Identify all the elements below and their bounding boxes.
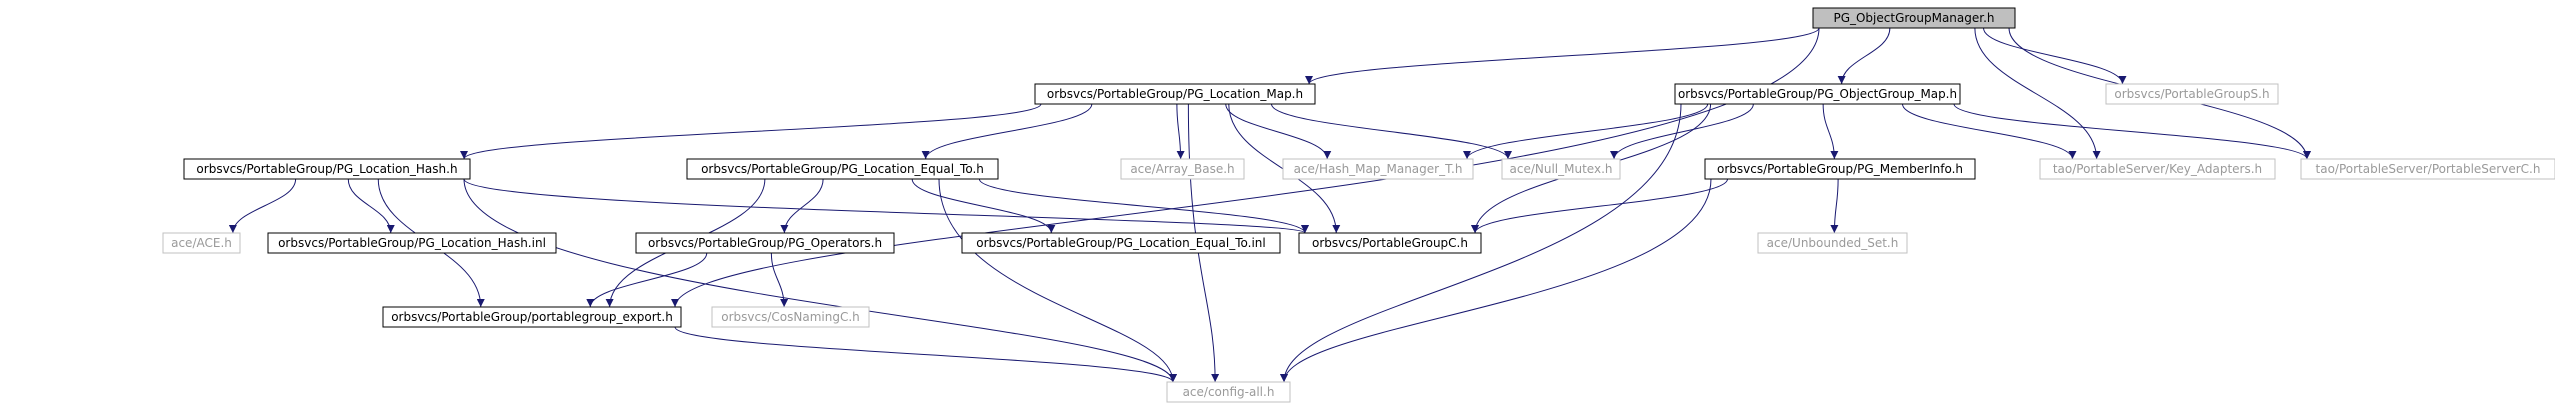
edge-locmap-to-arrbase bbox=[1176, 103, 1185, 160]
node-box-ops bbox=[635, 232, 895, 254]
edge-lochash-to-lochinl bbox=[347, 178, 395, 234]
edge-ops-to-cosnam bbox=[770, 252, 789, 308]
node-loceq[interactable]: orbsvcs/PortableGroup/PG_Location_Equal_… bbox=[686, 158, 999, 180]
node-label-ops: orbsvcs/PortableGroup/PG_Operators.h bbox=[648, 236, 882, 250]
node-label-pgc: orbsvcs/PortableGroupC.h bbox=[1312, 236, 1468, 250]
node-psc: tao/PortableServer/PortableServerC.h bbox=[2300, 158, 2555, 180]
node-hashmap: ace/Hash_Map_Manager_T.h bbox=[1282, 158, 1474, 180]
node-label-acefile: ace/ACE.h bbox=[171, 236, 232, 250]
node-cosnam: orbsvcs/CosNamingC.h bbox=[711, 306, 870, 328]
node-box-keyadap bbox=[2039, 158, 2276, 180]
edge-loceq-to-loceqinl bbox=[911, 178, 1056, 234]
node-box-acefile bbox=[162, 232, 241, 254]
node-pgs: orbsvcs/PortableGroupS.h bbox=[2105, 83, 2279, 105]
node-box-lochinl bbox=[267, 232, 557, 254]
edge-ogmap-to-keyadap bbox=[1902, 103, 2077, 160]
node-box-export bbox=[382, 306, 682, 328]
node-lochinl[interactable]: orbsvcs/PortableGroup/PG_Location_Hash.i… bbox=[267, 232, 557, 254]
edge-ogmap-to-hashmap bbox=[1463, 103, 1709, 160]
edge-root-to-pgs bbox=[1983, 27, 2127, 85]
node-label-pgs: orbsvcs/PortableGroupS.h bbox=[2114, 87, 2269, 101]
edge-ogmap-to-config bbox=[1280, 103, 1682, 383]
edge-root-to-ogmap bbox=[1837, 27, 1891, 85]
node-box-loceq bbox=[686, 158, 999, 180]
node-meminfo[interactable]: orbsvcs/PortableGroup/PG_MemberInfo.h bbox=[1704, 158, 1976, 180]
node-ogmap[interactable]: orbsvcs/PortableGroup/PG_ObjectGroup_Map… bbox=[1674, 83, 1961, 105]
edge-lochash-to-pgc bbox=[463, 178, 1309, 234]
edge-lochash-to-acefile bbox=[228, 178, 297, 234]
node-export[interactable]: orbsvcs/PortableGroup/portablegroup_expo… bbox=[382, 306, 682, 328]
node-box-pgc bbox=[1298, 232, 1482, 254]
node-box-lochash bbox=[183, 158, 471, 180]
node-box-hashmap bbox=[1282, 158, 1474, 180]
nodes-layer: PG_ObjectGroupManager.h orbsvcs/PortableG… bbox=[162, 7, 2555, 403]
edge-locmap-to-lochash bbox=[460, 103, 1042, 160]
edge-locmap-to-loceq bbox=[921, 103, 1093, 160]
node-label-loceqinl: orbsvcs/PortableGroup/PG_Location_Equal_… bbox=[976, 236, 1265, 250]
node-acefile: ace/ACE.h bbox=[162, 232, 241, 254]
node-label-config: ace/config-all.h bbox=[1183, 385, 1275, 399]
edge-locmap-to-nullmtx bbox=[1271, 103, 1512, 160]
node-locmap[interactable]: orbsvcs/PortableGroup/PG_Location_Map.h bbox=[1034, 83, 1316, 105]
node-pgc[interactable]: orbsvcs/PortableGroupC.h bbox=[1298, 232, 1482, 254]
edge-ops-to-export bbox=[586, 252, 708, 308]
node-config: ace/config-all.h bbox=[1166, 381, 1291, 403]
node-label-ogmap: orbsvcs/PortableGroup/PG_ObjectGroup_Map… bbox=[1678, 87, 1957, 101]
node-box-locmap bbox=[1034, 83, 1316, 105]
node-loceqinl[interactable]: orbsvcs/PortableGroup/PG_Location_Equal_… bbox=[961, 232, 1281, 254]
node-label-keyadap: tao/PortableServer/Key_Adapters.h bbox=[2053, 162, 2262, 176]
node-root: PG_ObjectGroupManager.h bbox=[1812, 7, 2016, 29]
edge-root-to-locmap bbox=[1305, 27, 1820, 85]
edges-layer bbox=[228, 27, 2311, 383]
edge-ogmap-to-meminfo bbox=[1822, 103, 1839, 160]
edge-ogmap-to-nullmtx bbox=[1610, 103, 1754, 160]
node-box-config bbox=[1166, 381, 1291, 403]
node-box-cosnam bbox=[711, 306, 870, 328]
node-label-hashmap: ace/Hash_Map_Manager_T.h bbox=[1294, 162, 1463, 176]
edge-export-to-config bbox=[674, 326, 1177, 383]
node-label-export: orbsvcs/PortableGroup/portablegroup_expo… bbox=[391, 310, 673, 324]
node-box-meminfo bbox=[1704, 158, 1976, 180]
node-label-unbset: ace/Unbounded_Set.h bbox=[1767, 236, 1899, 250]
node-box-unbset bbox=[1757, 232, 1908, 254]
node-box-psc bbox=[2300, 158, 2555, 180]
node-nullmtx: ace/Null_Mutex.h bbox=[1501, 158, 1621, 180]
node-unbset: ace/Unbounded_Set.h bbox=[1757, 232, 1908, 254]
node-keyadap: tao/PortableServer/Key_Adapters.h bbox=[2039, 158, 2276, 180]
node-lochash[interactable]: orbsvcs/PortableGroup/PG_Location_Hash.h bbox=[183, 158, 471, 180]
node-label-root: PG_ObjectGroupManager.h bbox=[1833, 11, 1994, 25]
node-label-loceq: orbsvcs/PortableGroup/PG_Location_Equal_… bbox=[701, 162, 984, 176]
node-ops[interactable]: orbsvcs/PortableGroup/PG_Operators.h bbox=[635, 232, 895, 254]
node-label-cosnam: orbsvcs/CosNamingC.h bbox=[721, 310, 860, 324]
node-label-locmap: orbsvcs/PortableGroup/PG_Location_Map.h bbox=[1047, 87, 1303, 101]
node-box-loceqinl bbox=[961, 232, 1281, 254]
node-box-pgs bbox=[2105, 83, 2279, 105]
node-arrbase: ace/Array_Base.h bbox=[1120, 158, 1245, 180]
node-box-ogmap bbox=[1674, 83, 1961, 105]
edge-meminfo-to-unbset bbox=[1830, 178, 1839, 234]
node-box-root bbox=[1812, 7, 2016, 29]
node-label-lochinl: orbsvcs/PortableGroup/PG_Location_Hash.i… bbox=[278, 236, 546, 250]
edge-locmap-to-hashmap bbox=[1225, 103, 1332, 160]
edge-loceq-to-config bbox=[938, 178, 1177, 383]
edge-meminfo-to-pgc bbox=[1471, 178, 1728, 234]
edge-lochash-to-config bbox=[463, 178, 1177, 383]
edge-meminfo-to-config bbox=[1280, 178, 1712, 383]
node-box-arrbase bbox=[1120, 158, 1245, 180]
node-label-meminfo: orbsvcs/PortableGroup/PG_MemberInfo.h bbox=[1717, 162, 1963, 176]
edge-ogmap-to-psc bbox=[1953, 103, 2311, 160]
node-label-nullmtx: ace/Null_Mutex.h bbox=[1510, 162, 1613, 176]
edge-loceq-to-ops bbox=[780, 178, 824, 234]
node-label-psc: tao/PortableServer/PortableServerC.h bbox=[2316, 162, 2541, 176]
node-label-lochash: orbsvcs/PortableGroup/PG_Location_Hash.h bbox=[196, 162, 457, 176]
edge-loceq-to-pgc bbox=[978, 178, 1309, 234]
node-label-arrbase: ace/Array_Base.h bbox=[1130, 162, 1234, 176]
node-box-nullmtx bbox=[1501, 158, 1621, 180]
edge-root-to-keyadap bbox=[1974, 27, 2101, 160]
